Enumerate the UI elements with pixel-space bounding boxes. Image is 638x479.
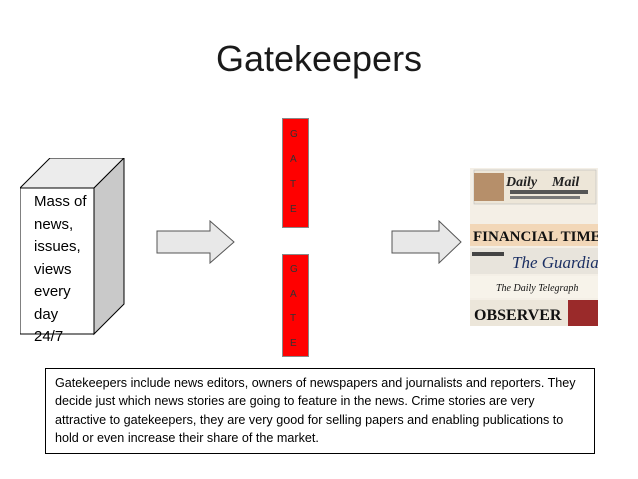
gate-letter: E	[290, 338, 297, 349]
masthead-financial-times: FINANCIAL TIMES	[473, 229, 598, 245]
gate-letter: T	[290, 179, 297, 190]
gate-letter: G	[290, 264, 298, 275]
gate-bottom: G A T E	[282, 254, 309, 357]
newspapers-image: Daily Mail FINANCIAL TIMES The Guardian …	[470, 168, 598, 326]
right-arrow-icon	[391, 220, 462, 264]
gate-top: G A T E	[282, 118, 309, 228]
right-arrow-icon	[156, 220, 235, 264]
caption-box: Gatekeepers include news editors, owners…	[45, 368, 595, 454]
masthead-daily-mail-1: Daily	[505, 175, 538, 190]
gate-letter: T	[290, 313, 297, 324]
news-source-box	[20, 158, 128, 336]
gate-letter: G	[290, 129, 298, 140]
masthead-telegraph: The Daily Telegraph	[496, 283, 578, 294]
slide-title: Gatekeepers	[215, 38, 423, 79]
gate-letter: A	[290, 289, 297, 300]
news-source-text: Mass of news, issues, views every day 24…	[34, 193, 87, 345]
gate-letter: A	[290, 154, 297, 165]
masthead-observer: OBSERVER	[474, 307, 562, 324]
masthead-guardian: The Guardian	[512, 253, 598, 272]
masthead-daily-mail-2: Mail	[551, 175, 579, 190]
gate-letter: E	[290, 204, 297, 215]
